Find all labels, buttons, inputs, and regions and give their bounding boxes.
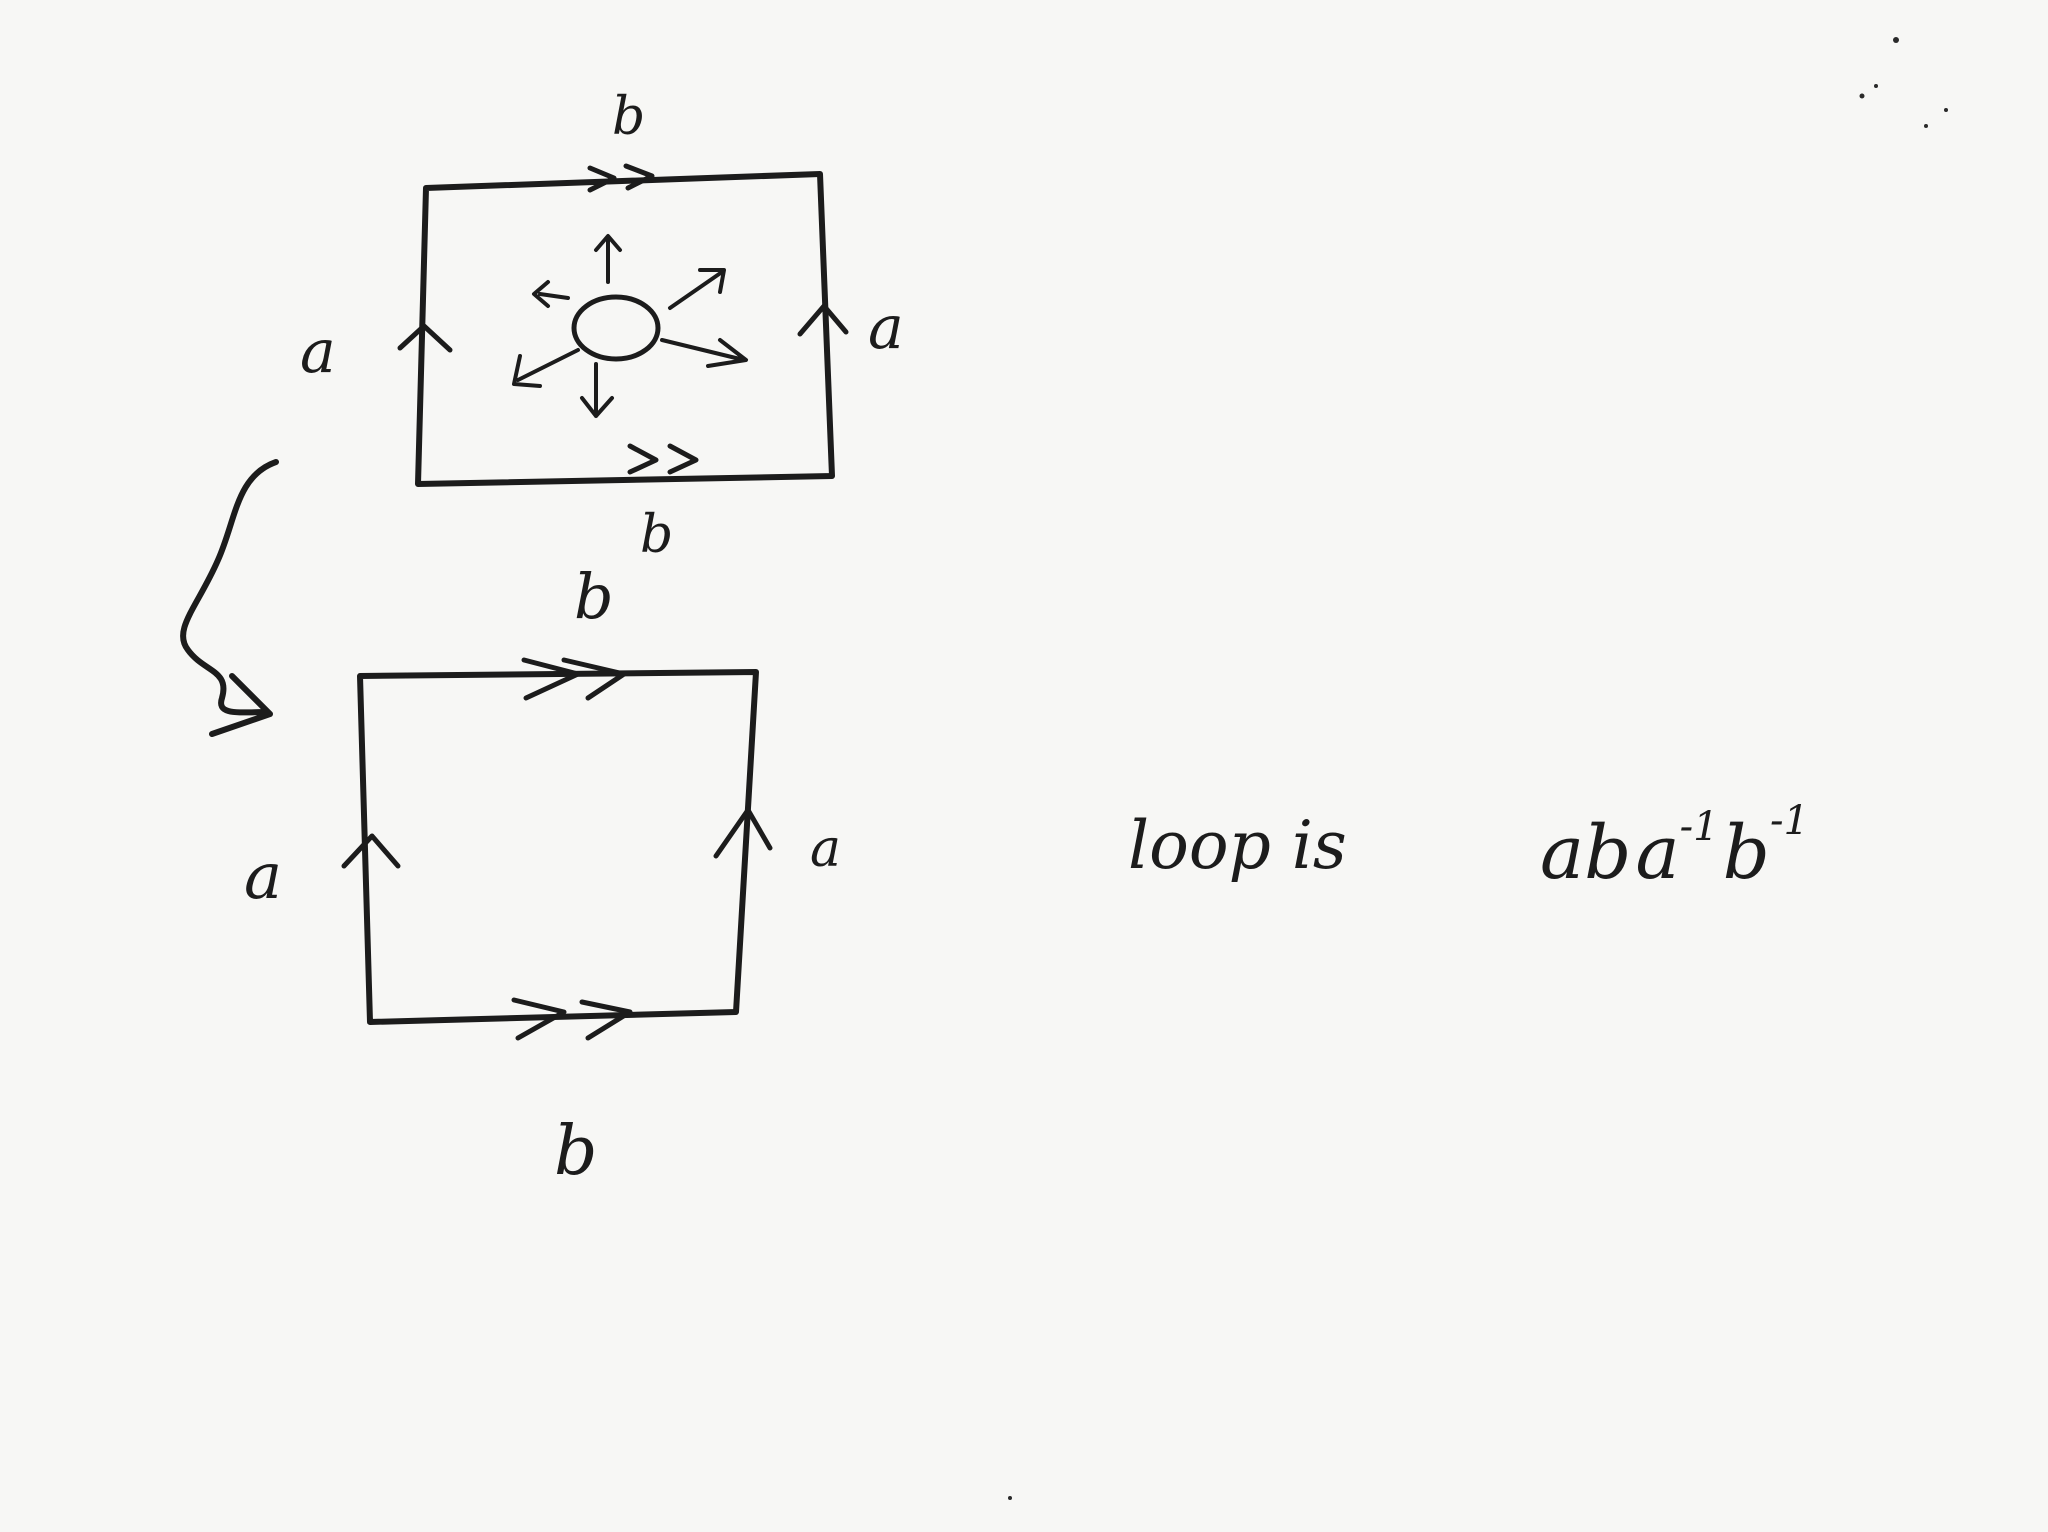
bottom-square-label-bottom: b — [554, 1112, 598, 1191]
top-square-label-left: a — [300, 317, 336, 387]
loop-word-b-base: b — [1723, 810, 1770, 896]
bottom-square-right-arrow — [713, 807, 773, 859]
transition-arrow — [180, 459, 279, 737]
loop-word: aba-1b-1 — [1540, 798, 1809, 896]
arrow-right — [660, 338, 748, 368]
bottom-square-top-double-arrow — [521, 657, 627, 701]
loop-word-a-base: a — [1636, 810, 1680, 896]
arrow-up-left — [532, 280, 570, 308]
top-square-outline — [415, 171, 835, 487]
top-square-right-arrow — [797, 303, 849, 337]
puncture-hole — [571, 294, 661, 362]
top-square-label-bottom: b — [640, 505, 673, 565]
top-square: b b a a — [300, 87, 904, 565]
bottom-square: b b a a — [244, 560, 841, 1191]
arrow-down-left — [512, 348, 580, 388]
top-square-bottom-double-arrow — [627, 443, 699, 475]
top-square-label-right: a — [868, 293, 904, 363]
bottom-square-left-arrow — [341, 833, 401, 869]
top-square-label-top: b — [612, 87, 645, 147]
top-square-top-double-arrow — [587, 163, 655, 193]
bottom-square-label-top: b — [574, 560, 614, 633]
loop-caption: loop is aba-1b-1 — [1128, 798, 1809, 896]
arrow-up — [594, 234, 622, 284]
top-square-left-arrow — [397, 323, 453, 353]
bottom-square-label-right: a — [810, 819, 841, 879]
arrow-down — [580, 362, 614, 418]
bottom-square-bottom-double-arrow — [511, 997, 633, 1041]
bottom-square-label-left: a — [244, 840, 282, 914]
paper-specks — [1008, 37, 1948, 1500]
loop-caption-prefix: loop is — [1128, 807, 1347, 884]
bottom-square-outline — [357, 669, 759, 1025]
arrow-up-right — [668, 268, 726, 310]
loop-word-ab: ab — [1540, 810, 1632, 896]
radiating-arrows — [512, 234, 748, 418]
loop-word-a-exp: -1 — [1680, 804, 1719, 850]
loop-word-b-exp: -1 — [1770, 798, 1809, 844]
